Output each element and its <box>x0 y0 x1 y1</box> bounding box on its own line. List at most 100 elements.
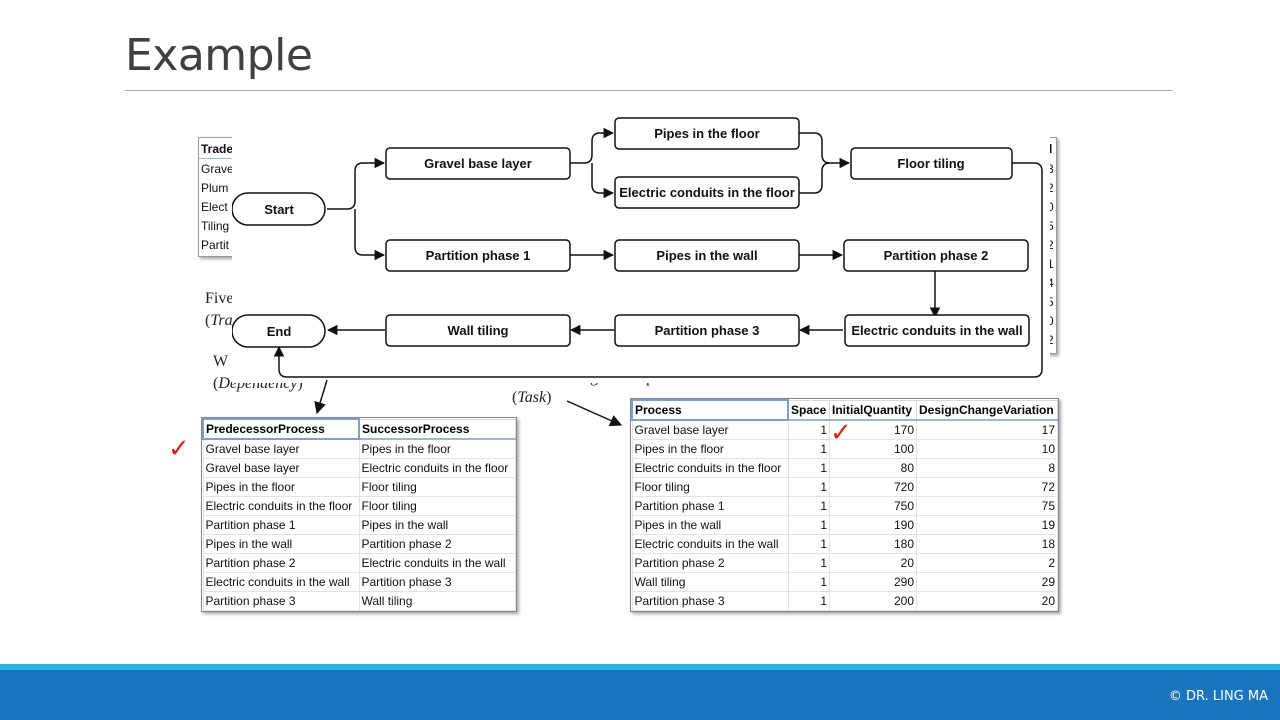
process-cell: Pipes in the wall <box>631 515 789 535</box>
node-part1-shape <box>385 239 571 272</box>
quantity-cell: 180 <box>829 534 917 554</box>
quantity-cell: 20 <box>829 553 917 573</box>
node-pipes-wall-shape <box>614 239 800 272</box>
predecessor-cell: Partition phase 3 <box>202 591 360 611</box>
node-part1-label: Partition phase 1 <box>426 248 531 263</box>
node-gravel-shape <box>385 147 571 180</box>
partial-digit: 0 <box>1047 200 1054 214</box>
node-pipes-wall-label: Pipes in the wall <box>656 248 757 263</box>
process-cell: Partition phase 3 <box>631 591 789 611</box>
quantity-cell: 720 <box>829 477 917 497</box>
partial-digit: 3 <box>1047 162 1054 176</box>
space-cell: 1 <box>787 591 830 611</box>
space-cell: 1 <box>787 572 830 592</box>
check-mark-icon: ✓ <box>830 418 852 448</box>
node-part3-label: Partition phase 3 <box>655 323 760 338</box>
trade-row: Grave <box>201 162 234 176</box>
node-floor-tiling-label: Floor tiling <box>897 156 964 171</box>
edge-pipes-floortiling <box>799 132 851 169</box>
edge-start-part1 <box>354 209 386 261</box>
bg-text-tra: (Tra <box>205 312 233 329</box>
space-cell: 1 <box>787 553 830 573</box>
task-col-space: Space <box>787 399 830 421</box>
predecessor-cell: Pipes in the floor <box>202 477 360 497</box>
predecessor-cell: Electric conduits in the wall <box>202 572 360 592</box>
process-cell: Partition phase 2 <box>631 553 789 573</box>
dependency-col-successor: SuccessorProcess <box>358 418 516 440</box>
process-flowchart: Start End Gravel base layer Pipes in the… <box>232 113 1050 383</box>
bg-text-task-word: Task <box>517 389 547 406</box>
successor-cell: Pipes in the wall <box>358 515 516 535</box>
predecessor-cell: Electric conduits in the floor <box>202 496 360 516</box>
variation-cell: 10 <box>916 439 1058 459</box>
edge-gravel-elec <box>591 163 615 199</box>
node-floor-tiling-shape <box>850 147 1013 180</box>
successor-cell: Floor tiling <box>358 477 516 497</box>
trade-row: Tiling <box>201 219 230 233</box>
bg-text-task: (Task) <box>512 389 552 406</box>
quantity-cell: 200 <box>829 591 917 611</box>
space-cell: 1 <box>787 419 830 440</box>
process-cell: Pipes in the floor <box>631 439 789 459</box>
task-table: Process Space InitialQuantity DesignChan… <box>630 398 1059 612</box>
trade-row: Plum <box>201 181 229 195</box>
quantity-cell: 750 <box>829 496 917 516</box>
process-cell: Partition phase 1 <box>631 496 789 516</box>
space-cell: 1 <box>787 439 830 459</box>
edge-gravel-pipes <box>570 127 615 164</box>
partial-digit: 2 <box>1047 333 1054 347</box>
variation-cell: 18 <box>916 534 1058 554</box>
trade-table-header: Trade <box>201 142 234 156</box>
process-cell: Gravel base layer <box>631 419 789 440</box>
variation-cell: 75 <box>916 496 1058 516</box>
task-col-initial-quantity: InitialQuantity <box>829 399 917 421</box>
edge-floortiling-end <box>273 162 1043 378</box>
partial-digit: 0 <box>1047 314 1054 328</box>
task-grid: Process Space InitialQuantity DesignChan… <box>631 399 1058 611</box>
dependency-grid: PredecessorProcess SuccessorProcess Grav… <box>202 418 516 611</box>
predecessor-cell: Gravel base layer <box>202 438 360 459</box>
node-gravel-label: Gravel base layer <box>424 156 532 171</box>
partial-digit: 2 <box>1047 238 1054 252</box>
node-end-label: End <box>267 324 292 339</box>
partial-digit: 4 <box>1047 276 1054 290</box>
node-elec-wall-label: Electric conduits in the wall <box>851 323 1022 338</box>
space-cell: 1 <box>787 477 830 497</box>
predecessor-cell: Partition phase 2 <box>202 553 360 573</box>
dependency-table: PredecessorProcess SuccessorProcess Grav… <box>201 417 517 612</box>
bg-text-w: W <box>213 353 228 371</box>
quantity-cell: 190 <box>829 515 917 535</box>
process-cell: Floor tiling <box>631 477 789 497</box>
space-cell: 1 <box>787 458 830 478</box>
successor-cell: Partition phase 2 <box>358 534 516 554</box>
node-part2-label: Partition phase 2 <box>884 248 989 263</box>
check-mark-icon: ✓ <box>168 434 190 464</box>
node-elec-floor-shape <box>614 176 800 209</box>
process-cell: Wall tiling <box>631 572 789 592</box>
bg-text-five: Five <box>205 290 233 308</box>
partial-digit: 1 <box>1047 257 1054 271</box>
process-cell: Electric conduits in the floor <box>631 458 789 478</box>
node-pipes-floor-label: Pipes in the floor <box>654 126 759 141</box>
bg-text-tra-word: Tra <box>210 312 233 329</box>
node-elec-floor-label: Electric conduits in the floor <box>619 185 795 200</box>
arrow-dependency-to-table <box>314 379 328 415</box>
node-wall-tiling-label: Wall tiling <box>448 323 509 338</box>
node-wall-tiling-shape <box>385 314 571 347</box>
node-start-label: Start <box>264 202 294 217</box>
successor-cell: Electric conduits in the floor <box>358 458 516 478</box>
bg-text-five-word: Five <box>205 290 234 307</box>
dependency-col-predecessor: PredecessorProcess <box>202 418 360 440</box>
variation-cell: 17 <box>916 419 1058 440</box>
variation-cell: 20 <box>916 591 1058 611</box>
